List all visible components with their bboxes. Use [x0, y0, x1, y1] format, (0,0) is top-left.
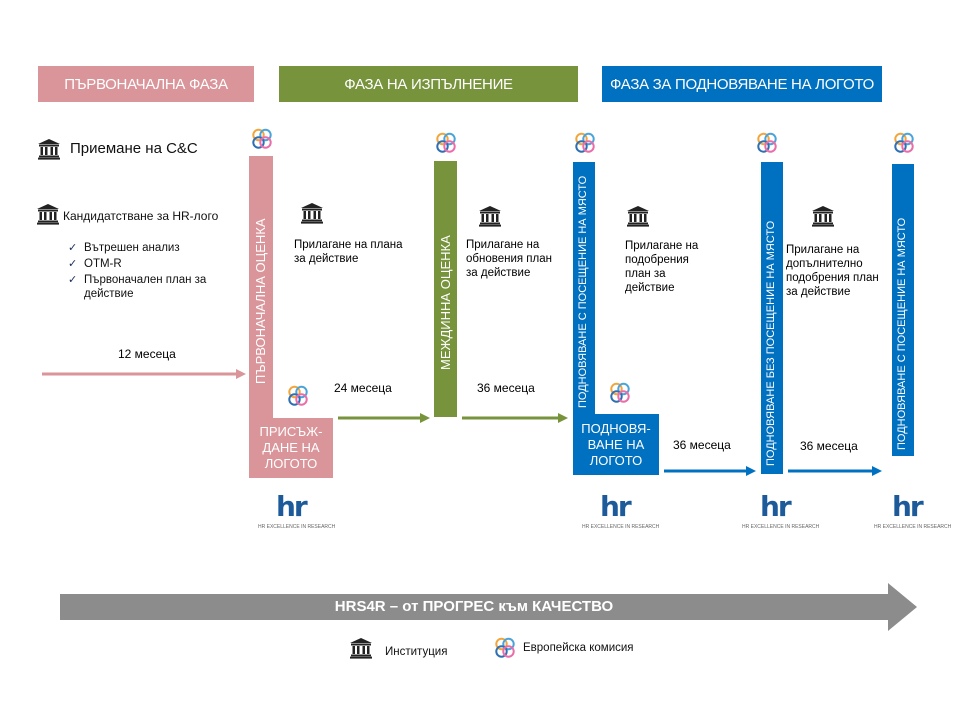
label-renewal-no-visit: ПОДНОВЯВАНЕ БЕЗ ПОСЕЩЕНИЕ НА МЯСТО	[765, 220, 777, 466]
european-commission-icon	[892, 131, 916, 155]
european-commission-icon	[493, 636, 517, 660]
banner-title: HRS4R – от ПРОГРЕС към КАЧЕСТВО	[334, 598, 614, 615]
label-renewal-site-visit-1: ПОДНОВЯВАНЕ С ПОСЕЩЕНИЕ НА МЯСТО	[577, 175, 589, 408]
checklist-item: Първоначален план за действие	[64, 273, 244, 301]
european-commission-icon	[608, 381, 632, 405]
bar-renewal-2	[761, 162, 783, 474]
label-interim-assessment: МЕЖДИННА ОЦЕНКА	[438, 235, 453, 370]
phase-renewal: ФАЗА ЗА ПОДНОВЯВАНЕ НА ЛОГОТО	[602, 66, 882, 102]
bar-initial-assessment	[249, 156, 273, 420]
step-apply-hr: Кандидатстване за HR-лого	[63, 209, 219, 223]
european-commission-icon	[755, 131, 779, 155]
european-commission-icon	[286, 384, 310, 408]
action-implement-plan: Прилагане на плана за действие	[294, 239, 403, 265]
phase-initial: ПЪРВОНАЧАЛНА ФАЗА	[38, 66, 254, 102]
step-accept-cc: Приемане на C&C	[70, 140, 198, 157]
bar-renewal-1	[573, 162, 595, 416]
institution-icon	[625, 205, 651, 227]
bar-interim-assessment	[434, 161, 457, 417]
institution-icon	[299, 202, 325, 224]
checklist: Вътрешен анализ OTM-R Първоначален план …	[64, 241, 244, 303]
arrow-right-icon	[42, 369, 882, 476]
duration-24: 24 месеца	[334, 381, 392, 395]
action-implement-improved-plan: Прилагане на подобрения план за действие	[625, 240, 699, 294]
institution-icon	[477, 205, 503, 227]
label-renewal-site-visit-2: ПОДНОВЯВАНЕ С ПОСЕЩЕНИЕ НА МЯСТО	[896, 217, 908, 450]
legend-commission: Европейска комисия	[523, 642, 634, 654]
institution-icon	[810, 205, 836, 227]
legend-institution: Институция	[385, 646, 448, 658]
european-commission-icon	[250, 127, 274, 151]
duration-12: 12 месеца	[118, 347, 176, 361]
action-implement-updated-plan: Прилагане на обновения план за действие	[466, 239, 552, 279]
european-commission-icon	[573, 131, 597, 155]
label-initial-assessment: ПЪРВОНАЧАЛНА ОЦЕНКА	[253, 218, 268, 384]
phase-implementation: ФАЗА НА ИЗПЪЛНЕНИЕ	[279, 66, 578, 102]
action-implement-further-improved-plan: Прилагане на допълнително подобрения пла…	[786, 244, 879, 298]
checklist-item: Вътрешен анализ	[64, 241, 244, 255]
box-renewal: ПОДНОВЯ-ВАНЕ НА ЛОГОТО	[573, 414, 659, 475]
checklist-item: OTM-R	[64, 257, 244, 271]
box-award: ПРИСЪЖ-ДАНЕ НА ЛОГОТО	[249, 418, 333, 478]
european-commission-icon	[434, 131, 458, 155]
duration-36: 36 месеца	[800, 439, 858, 453]
banner-arrow	[60, 583, 917, 631]
duration-36: 36 месеца	[673, 438, 731, 452]
institution-icon	[348, 637, 374, 659]
bar-renewal-3	[892, 164, 914, 456]
duration-36: 36 месеца	[477, 381, 535, 395]
